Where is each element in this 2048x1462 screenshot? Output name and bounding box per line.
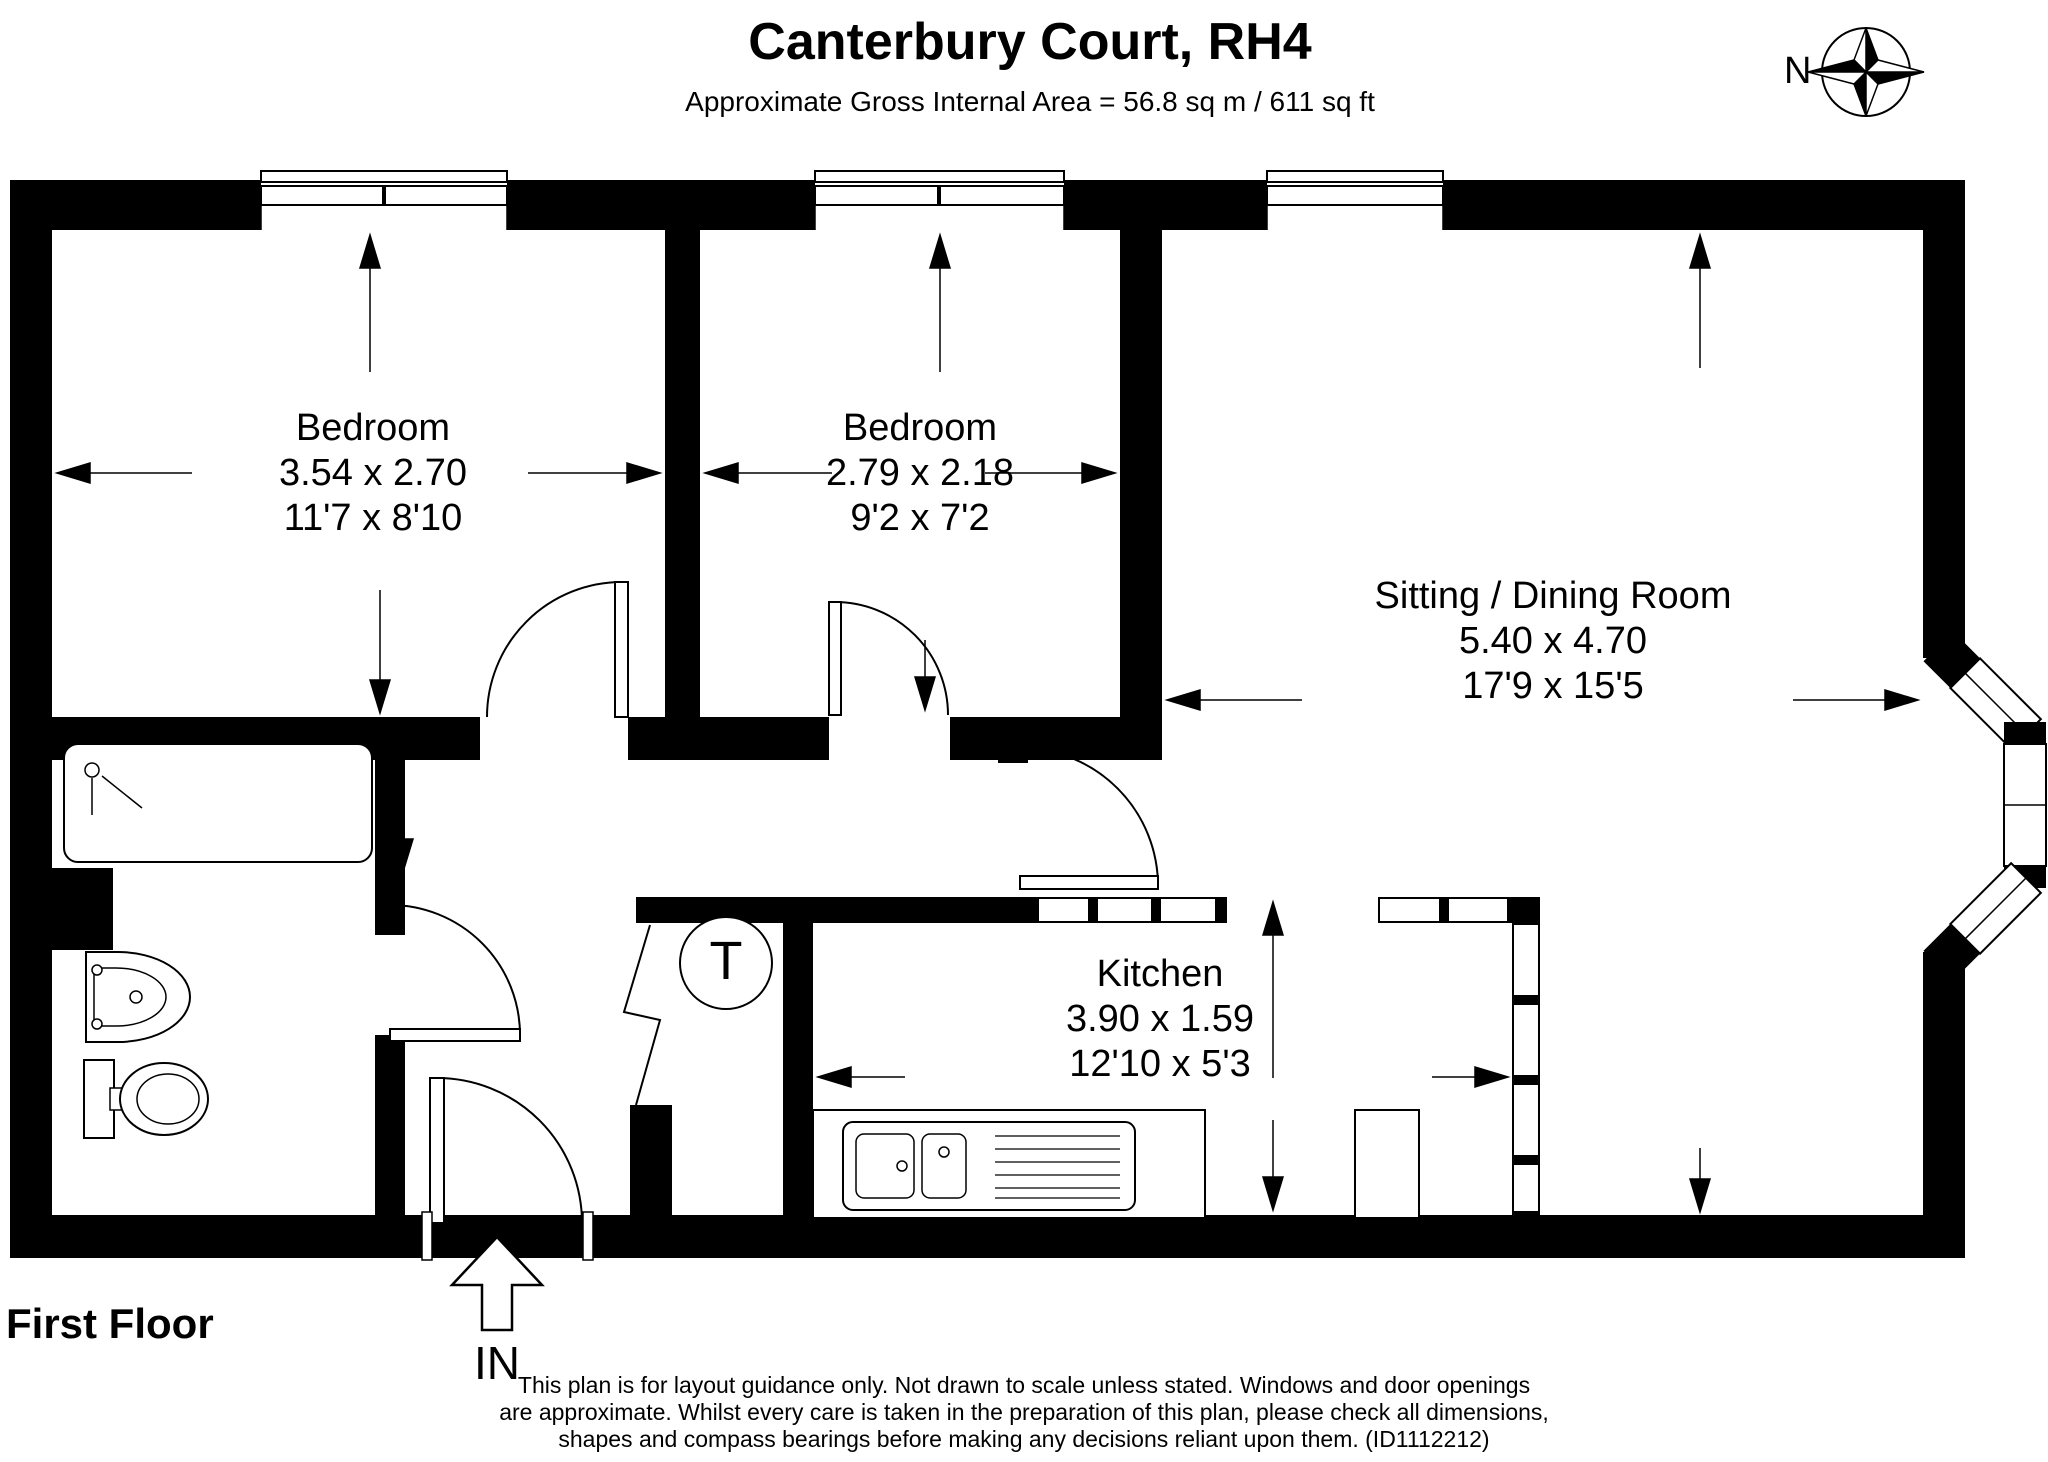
arrow-kitchen-right [1432,1065,1511,1089]
window-bedroom1 [260,170,508,230]
arrow-kitchen-up [1261,899,1285,1078]
room-label-kitchen: Kitchen 3.90 x 1.59 12'10 x 5'3 [1066,952,1254,1087]
kitchen-partition [636,897,1540,1223]
wall-bed2-sitting-divider [1120,230,1162,760]
disclaimer-line: shapes and compass bearings before makin… [558,1426,1490,1452]
wall-hall-middle [628,717,829,760]
wall-bed1-bed2-divider [665,230,700,717]
kitchen-hatch-window-west [1037,897,1227,923]
arrow-bed2-down [913,640,937,713]
compass-icon [1807,27,1925,117]
room-size-imperial: 11'7 x 8'10 [283,497,463,539]
room-name: Sitting / Dining Room [1374,575,1732,617]
wall-right-lower [1923,952,1965,1223]
kitchen-window-partition-vertical [1512,897,1540,1223]
bathroom-fixtures [63,743,373,1139]
entrance-in-arrow-icon [449,1235,545,1332]
room-size-imperial: 12'10 x 5'3 [1069,1043,1251,1085]
room-size-metric: 3.54 x 2.70 [278,452,468,494]
arrow-sitting-down [1688,1148,1712,1215]
page-title: Canterbury Court, RH4 [748,13,1312,71]
area-subtitle: Approximate Gross Internal Area = 56.8 s… [685,86,1375,117]
arrow-bed2-up [928,232,952,372]
room-name: Bedroom [295,407,451,449]
tank-cupboard-circle [679,916,773,1010]
dimension-arrows [54,232,1921,1215]
arrow-bed2-left [702,461,832,485]
toilet [83,1059,209,1139]
floor-label: First Floor [6,1300,214,1347]
wall-bottom [10,1215,1965,1258]
bay-wall-stub-bottom [1923,923,1981,981]
wall-cupboard-bottom [630,1105,672,1223]
arrow-bed1-down [368,590,392,716]
window-bedroom2 [814,170,1065,230]
room-size-imperial: 17'9 x 15'5 [1462,665,1644,707]
door-bathroom [389,904,521,1042]
door-cupboard-bifold [622,924,662,1106]
kitchen-fixtures [812,1109,1420,1219]
arrow-kitchen-down [1261,1120,1285,1213]
disclaimer-line: This plan is for layout guidance only. N… [517,1372,1531,1398]
disclaimer-line: are approximate. Whilst every care is ta… [499,1399,1549,1425]
tank-cupboard-label: T [709,931,743,991]
wall-bathroom-left-block [10,868,113,950]
kitchen-sink [842,1121,1136,1211]
room-name: Bedroom [842,407,998,449]
wall-right-upper [1923,230,1965,658]
door-hinge-tab-sitting [998,745,1028,763]
bath-tub [63,743,373,863]
door-sitting-room [1019,747,1159,890]
room-size-metric: 3.90 x 1.59 [1065,998,1255,1040]
compass-north-label: N [1784,50,1812,92]
doors [389,581,1159,1261]
arrow-bed1-left [54,461,192,485]
room-label-bedroom1: Bedroom 3.54 x 2.70 11'7 x 8'10 [279,406,467,541]
door-entrance [421,1077,594,1261]
entrance-label: IN [474,1337,520,1389]
arrow-sitting-right [1793,688,1921,712]
room-size-metric: 2.79 x 2.18 [825,452,1015,494]
wash-basin [85,951,191,1043]
kitchen-hatch-window-east [1378,897,1540,923]
disclaimer: This plan is for layout guidance only. N… [499,1372,1549,1453]
door-bedroom2 [828,601,949,716]
room-label-sitting-dining: Sitting / Dining Room 5.40 x 4.70 17'9 x… [1375,574,1732,709]
door-bedroom1 [486,581,629,718]
arrow-bed1-right [528,461,663,485]
arrow-kitchen-left [815,1065,905,1089]
window-sitting-room-top [1266,170,1444,230]
room-name: Kitchen [1096,953,1224,995]
arrow-hall-down [391,762,415,875]
arrow-sitting-left [1164,688,1302,712]
wall-cupboard-right [783,923,813,1223]
bay-window [1923,631,2047,981]
room-label-bedroom2: Bedroom 2.79 x 2.18 9'2 x 7'2 [826,406,1014,541]
kitchen-tall-unit [1354,1109,1420,1219]
arrow-bed1-up [358,232,382,372]
room-size-metric: 5.40 x 4.70 [1458,620,1648,662]
bay-wall-stub-top [1923,631,1981,689]
room-size-imperial: 9'2 x 7'2 [850,497,990,539]
arrow-bed2-right [985,461,1118,485]
wall-bathroom-right-lower [375,1035,405,1223]
arrow-sitting-up [1688,232,1712,368]
